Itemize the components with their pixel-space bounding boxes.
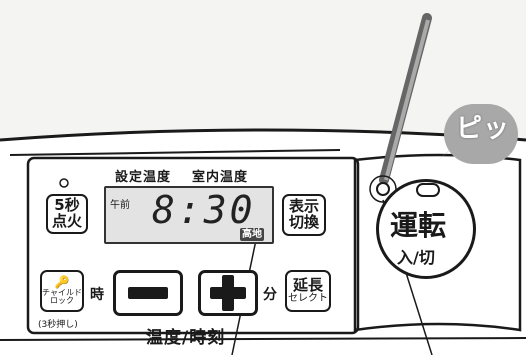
beep-text: ピッ [455, 114, 510, 144]
ignite-5s-button[interactable]: 5秒 点火 [46, 194, 88, 234]
power-led [416, 183, 440, 197]
child-lock-line2: ロック [50, 296, 74, 306]
power-line1: 運転 [390, 209, 447, 242]
extend-line1: 延長 [292, 275, 323, 294]
plus-button[interactable] [198, 270, 258, 316]
hour-label: 時 [90, 287, 105, 303]
child-lock-note: (3秒押し) [38, 320, 78, 330]
ignite-5s-line2: 点火 [51, 212, 82, 230]
plus-icon [210, 275, 246, 311]
display-switch-line1: 表示 [288, 197, 319, 216]
minute-label: 分 [263, 287, 278, 303]
child-lock-line1: チャイルド [42, 287, 82, 297]
minus-icon [128, 287, 168, 299]
key-icon: 🔑 [54, 275, 70, 290]
display-time: 8:30 [152, 188, 256, 232]
header-set-temp: 設定温度 [115, 170, 172, 185]
beep-speech-bubble [444, 104, 518, 164]
temp-time-label: 温度/時刻 [146, 328, 226, 348]
header-room-temp: 室内温度 [192, 170, 249, 185]
display-switch-button[interactable]: 表示 切換 [282, 194, 326, 236]
minus-button[interactable] [113, 270, 183, 316]
display-ampm: 午前 [110, 200, 130, 211]
power-line2: 入/切 [397, 248, 435, 267]
extend-select-button[interactable]: 延長 セレクト [285, 270, 331, 312]
ignite-5s-line1: 5秒 [54, 196, 80, 215]
stylus [379, 13, 432, 185]
display-switch-line2: 切換 [288, 213, 319, 231]
display-highland-badge: 高地 [240, 228, 264, 241]
extend-line2: セレクト [288, 292, 328, 304]
left-panel-frame [26, 156, 360, 335]
speech-tail [436, 146, 454, 162]
right-panel-frame [353, 153, 522, 332]
ignite-led [59, 178, 69, 188]
child-lock-button[interactable]: 🔑 チャイルド ロック [40, 270, 84, 312]
